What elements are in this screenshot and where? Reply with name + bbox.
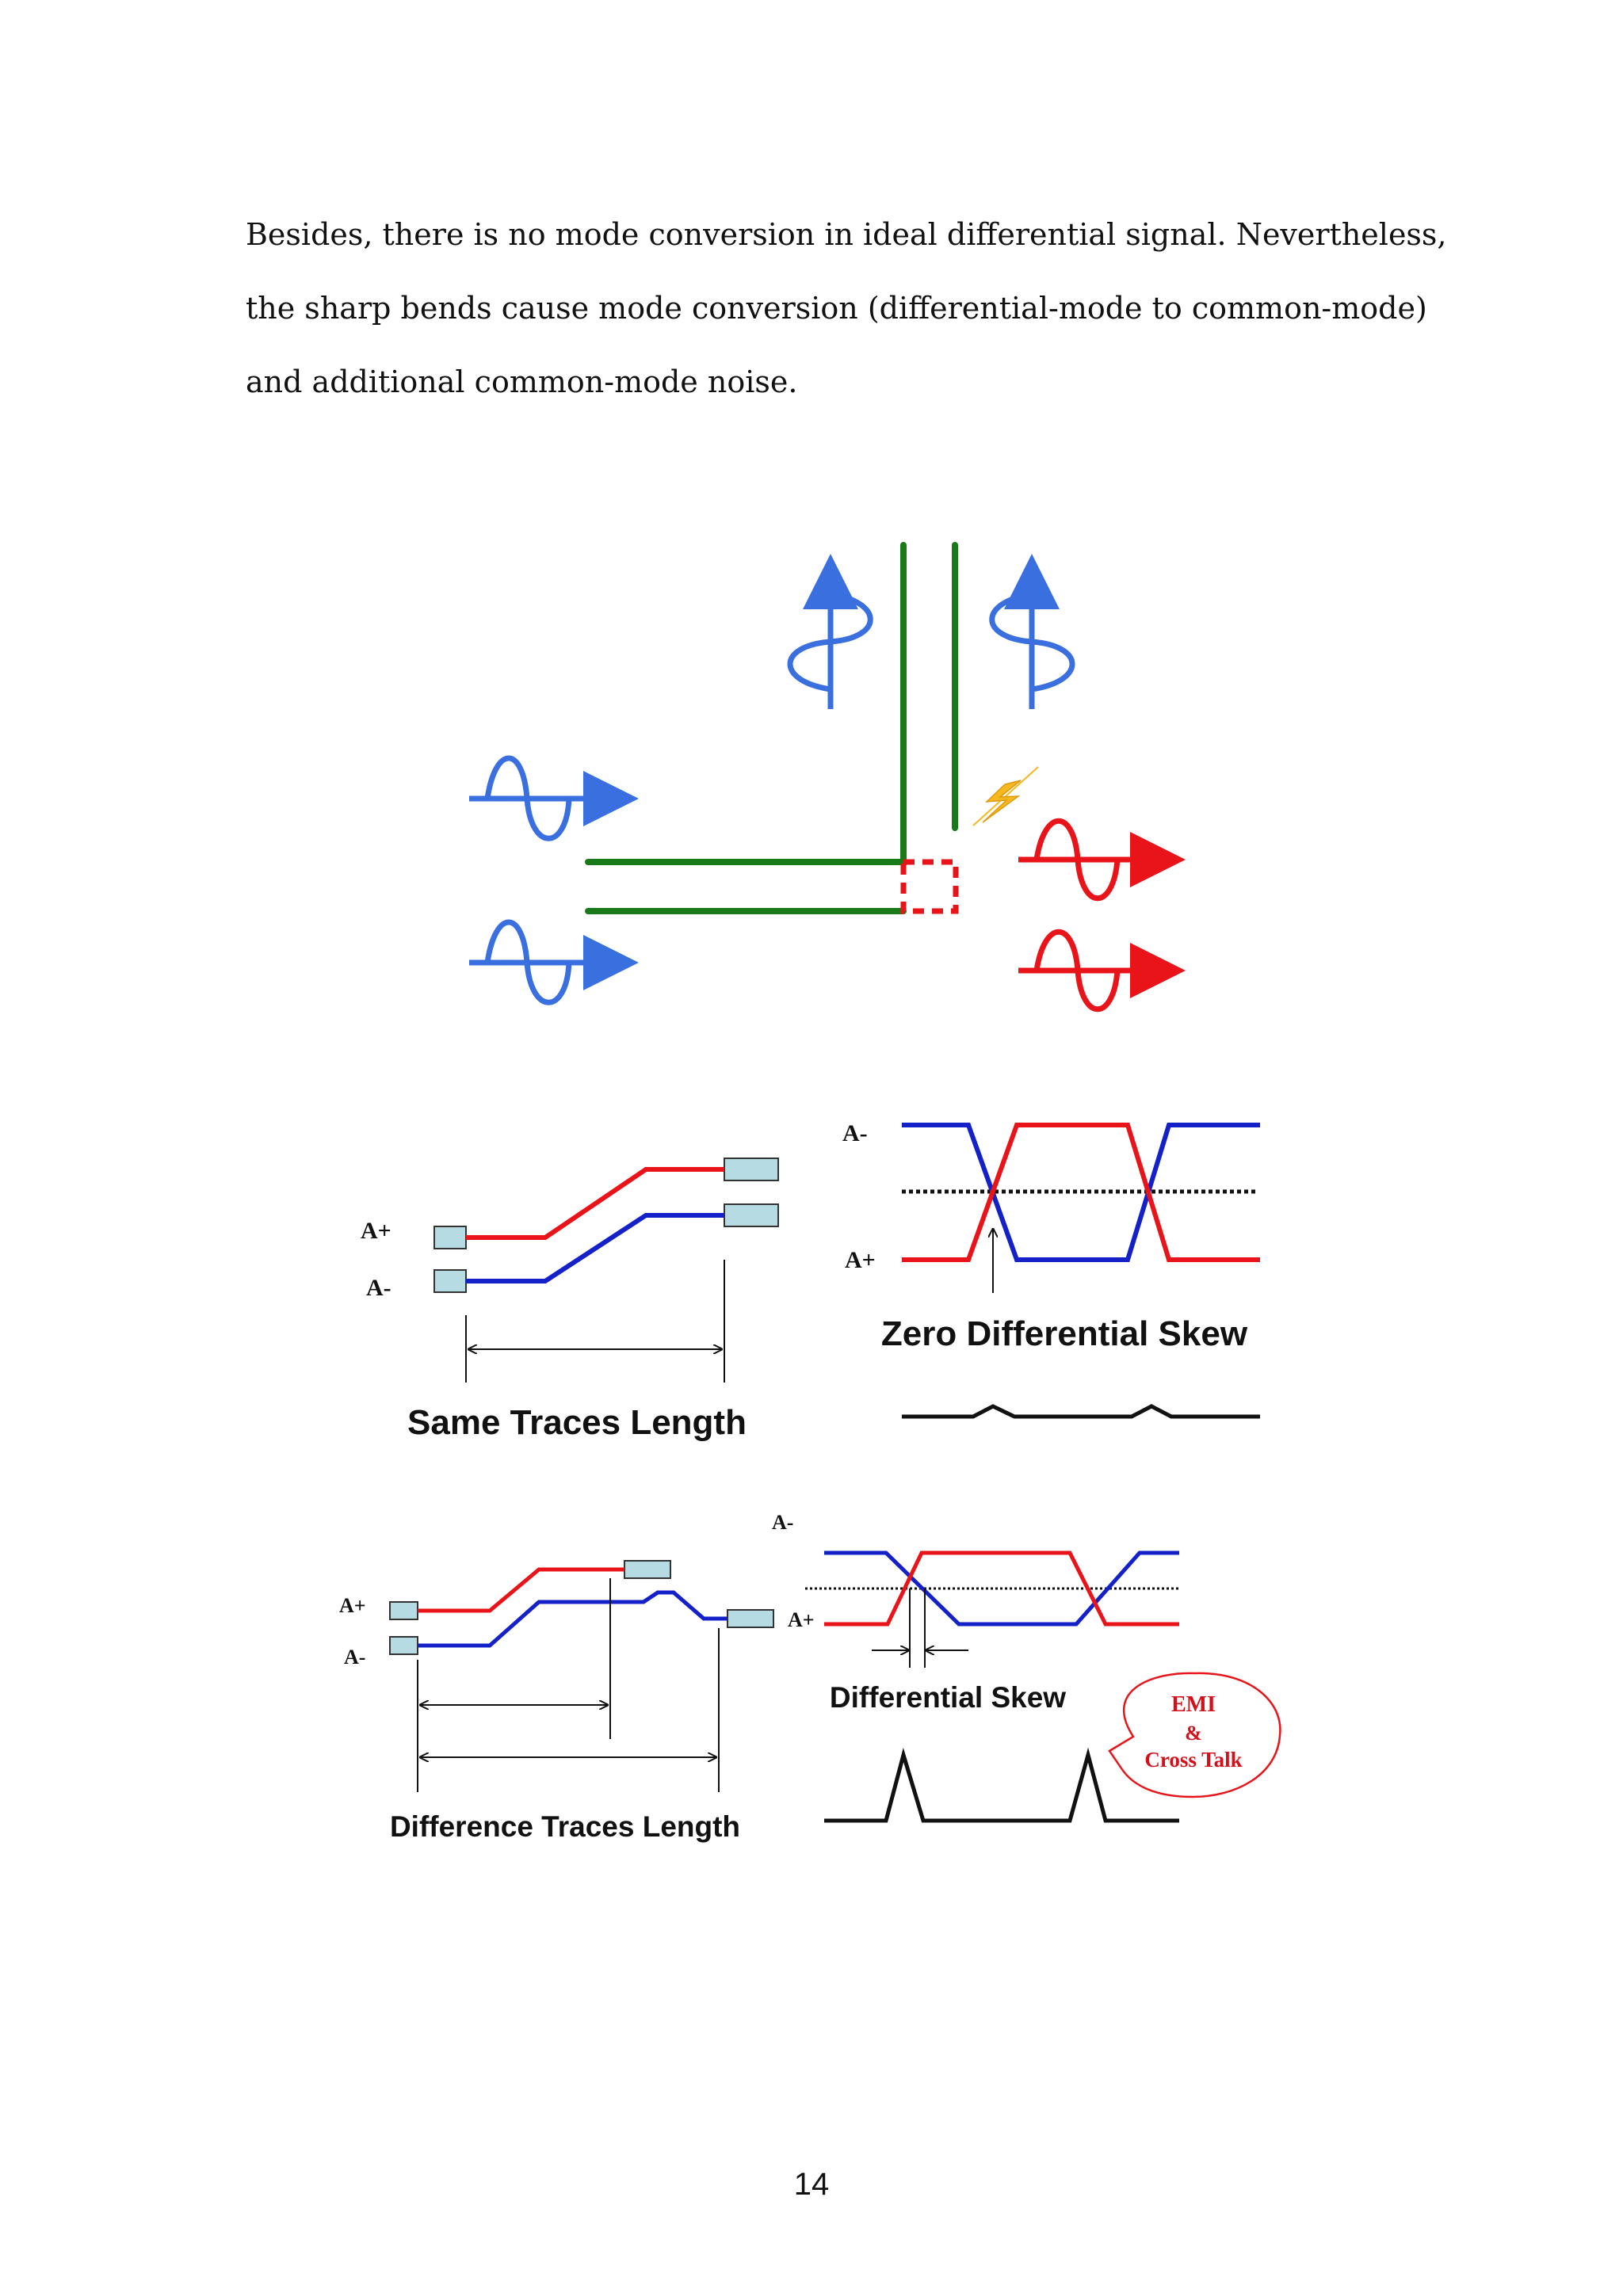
pad: [727, 1609, 774, 1628]
skew-a-minus-label: A-: [772, 1511, 793, 1534]
skew-a-plus-label: A+: [788, 1608, 815, 1631]
body-paragraph: Besides, there is no mode conversion in …: [246, 198, 1447, 419]
zero-differential-skew-label: Zero Differential Skew: [881, 1314, 1248, 1353]
waveform-a-plus: [824, 1550, 1179, 1627]
paragraph-line-1: Besides, there is no mode conversion in …: [246, 217, 1447, 252]
common-mode-signal-top: [1018, 818, 1186, 902]
trace-a-minus: [418, 1590, 727, 1648]
bend-traces: [585, 542, 958, 914]
input-signal-bottom: [469, 919, 639, 1005]
waveform-a-minus: [902, 1123, 1260, 1262]
trace-a-minus: [466, 1213, 724, 1283]
same-a-minus-label: A-: [366, 1275, 391, 1301]
sharp-bend-diagram: [469, 542, 1186, 1013]
ampersand-label: &: [1185, 1722, 1202, 1745]
output-signal-up-left: [787, 554, 873, 709]
input-signal-top: [469, 755, 639, 841]
zero-a-minus-label: A-: [842, 1120, 868, 1146]
trace-a-plus: [418, 1567, 624, 1613]
waveform-a-plus: [902, 1123, 1260, 1262]
cross-talk-label: Cross Talk: [1144, 1748, 1242, 1772]
difference-traces-diagram: A+ A- Difference Traces Length: [339, 1560, 774, 1843]
same-traces-diagram: A+ A- Same Traces Length: [361, 1158, 779, 1442]
mode-conversion-zone: [900, 859, 959, 914]
emi-crosstalk-callout: EMI & Cross Talk: [1108, 1672, 1281, 1798]
waveform-a-minus: [824, 1550, 1179, 1627]
zero-a-plus-label: A+: [845, 1247, 876, 1273]
page-number: 14: [793, 2167, 830, 2202]
same-traces-length-label: Same Traces Length: [407, 1403, 747, 1442]
differential-skew-diagram: A- A+ Differential Skew EMI & Cross Talk: [772, 1511, 1281, 1823]
pad: [389, 1601, 418, 1620]
common-mode-waveform-flat: [902, 1404, 1260, 1419]
common-mode-waveform-spikes: [824, 1747, 1179, 1823]
trace-a-plus: [466, 1167, 724, 1240]
diff-a-plus-label: A+: [339, 1594, 366, 1617]
pad: [624, 1560, 671, 1579]
pad: [724, 1203, 779, 1227]
paragraph-line-3: and additional common-mode noise.: [246, 364, 798, 399]
pad: [724, 1158, 779, 1181]
pad: [433, 1269, 467, 1293]
paragraph-line-2: the sharp bends cause mode conversion (d…: [246, 291, 1427, 326]
output-signal-up-right: [989, 554, 1075, 709]
lightning-bolt-icon: [972, 766, 1039, 826]
same-a-plus-label: A+: [361, 1218, 391, 1244]
zero-skew-diagram: A- A+ Zero Differential Skew: [842, 1120, 1260, 1419]
pad: [389, 1636, 418, 1655]
difference-traces-length-label: Difference Traces Length: [390, 1810, 740, 1843]
diff-a-minus-label: A-: [344, 1646, 365, 1669]
differential-skew-label: Differential Skew: [830, 1681, 1066, 1714]
pad: [433, 1226, 467, 1249]
common-mode-signal-bottom: [1018, 929, 1186, 1013]
emi-label: EMI: [1171, 1692, 1216, 1717]
